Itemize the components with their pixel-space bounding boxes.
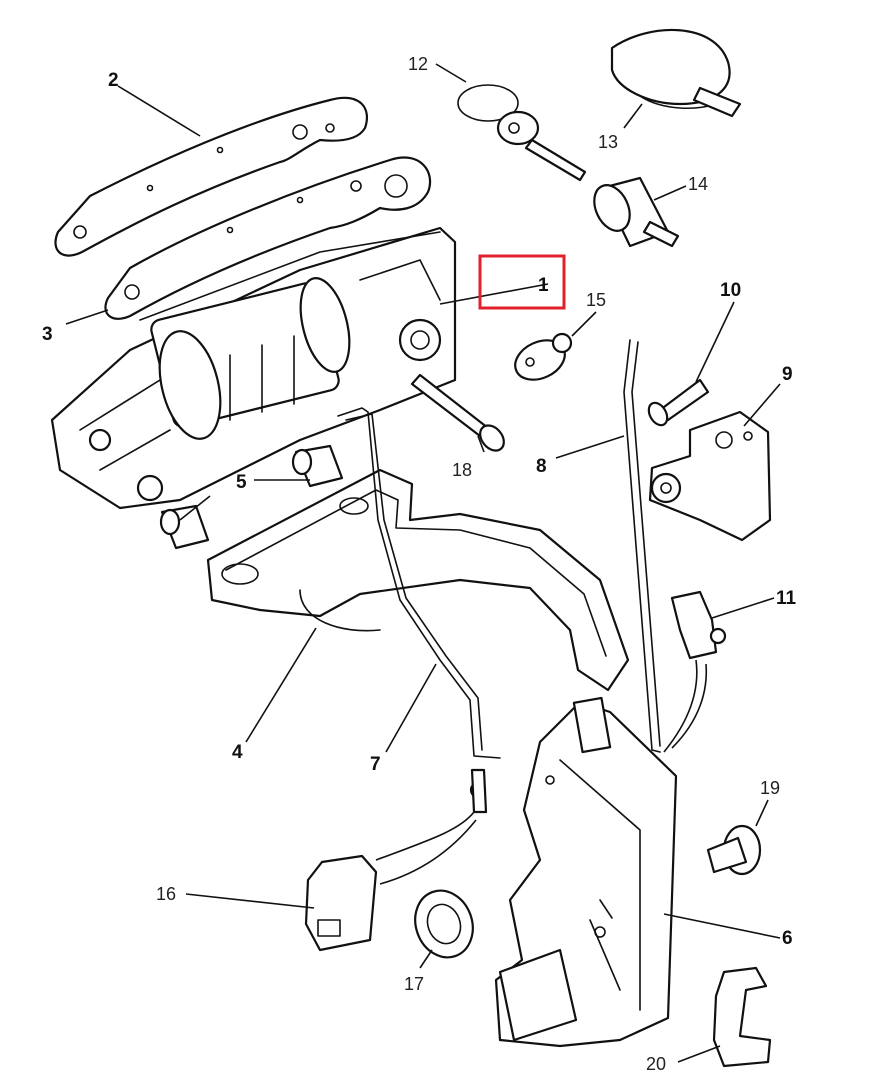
part-3-gasket: [104, 156, 431, 320]
part-20-clip: [712, 966, 772, 1068]
label-9: 9: [782, 364, 793, 385]
leader-lines: [65, 63, 781, 1063]
part-5-bushings: [159, 444, 344, 550]
label-11: 11: [776, 588, 797, 609]
part-13-fob-cover: [610, 28, 742, 118]
part-1-handle-assembly: [50, 226, 457, 510]
part-8-long-rod: [623, 339, 661, 753]
part-4-frame-seal: [206, 468, 630, 692]
label-2: 2: [108, 70, 119, 91]
part-10-screw: [647, 378, 710, 427]
label-7: 7: [370, 754, 381, 775]
label-18: 18: [452, 460, 472, 480]
part-9-hinge-bracket: [648, 410, 772, 542]
part-14-lock-cylinder: [593, 176, 680, 248]
label-12: 12: [408, 54, 428, 74]
label-8: 8: [536, 456, 547, 477]
part-17-grommet: [414, 889, 474, 959]
label-16: 16: [156, 884, 176, 904]
label-19: 19: [760, 778, 780, 798]
part-labels: 1 2 3 4 5 6 7 8 9 10 11 12 13 14 15 16 1…: [42, 54, 797, 1074]
part-16-connector: [304, 854, 378, 952]
part-2-gasket: [54, 96, 368, 257]
part-11-clip: [670, 590, 727, 660]
part-18-bolt: [410, 373, 505, 452]
label-3: 3: [42, 324, 53, 345]
label-5: 5: [236, 472, 247, 493]
part-7-rod: [337, 407, 501, 814]
part-12-key: [457, 84, 587, 182]
label-13: 13: [598, 132, 618, 152]
part-19-screw: [706, 824, 762, 876]
part-15-clip: [514, 332, 573, 381]
label-15: 15: [586, 290, 606, 310]
part-6-lock-mechanism: [494, 696, 678, 1048]
label-14: 14: [688, 174, 708, 194]
label-4: 4: [232, 742, 243, 763]
label-10: 10: [720, 280, 741, 301]
label-20: 20: [646, 1054, 666, 1074]
highlight-box: [478, 254, 566, 310]
label-6: 6: [782, 928, 793, 949]
label-17: 17: [404, 974, 424, 994]
label-1: 1: [538, 275, 549, 296]
